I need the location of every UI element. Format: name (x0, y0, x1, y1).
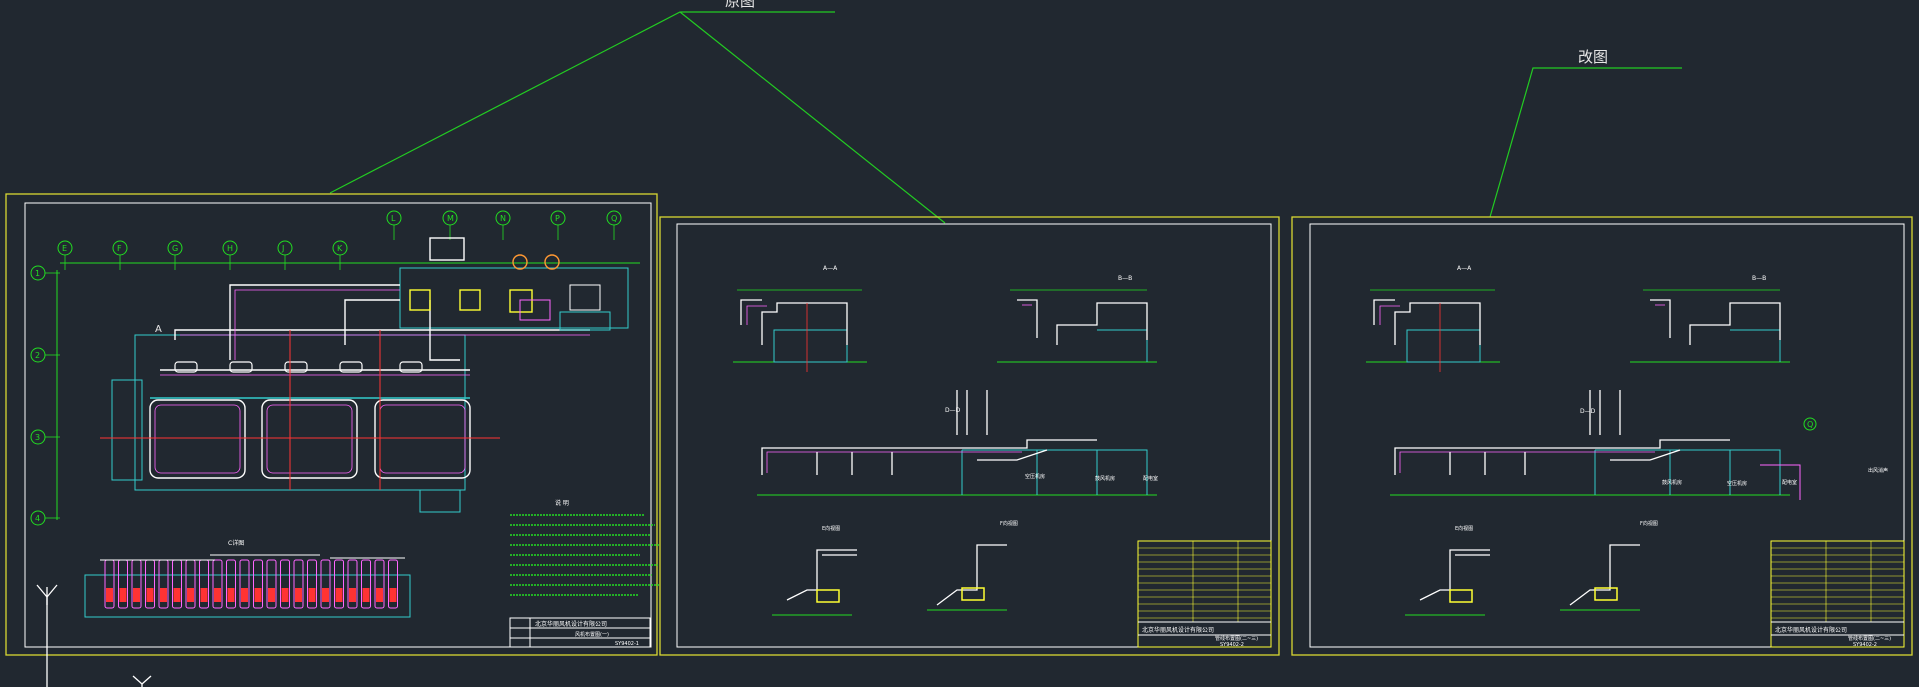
sheet-2-rooms: 空压机房 鼓风机房 配电室 (1025, 473, 1158, 482)
svg-text:F: F (117, 244, 122, 253)
svg-text:空压机房: 空压机房 (1727, 480, 1747, 487)
sheet-3-grid-q: Q (1803, 417, 1817, 431)
plan-label-a: A (155, 324, 162, 335)
section-aa-title-3: A—A (1457, 265, 1472, 272)
svg-text:3: 3 (35, 433, 40, 442)
svg-text:出风消声: 出风消声 (1868, 467, 1888, 474)
annotation-new: 改图 (1489, 48, 1682, 218)
svg-text:北京华丽风机设计有限公司: 北京华丽风机设计有限公司 (535, 620, 607, 628)
sheet-2-inner-border (676, 223, 1272, 648)
grid-column-q: Q (606, 210, 622, 240)
svg-text:Q: Q (1807, 420, 1813, 429)
c-detail-view: C详图 (84, 539, 411, 618)
svg-text:L: L (391, 214, 396, 223)
svg-text:配电室: 配电室 (1143, 475, 1158, 482)
plan-pipe-runs (150, 237, 590, 399)
sheet-2-drawings (733, 289, 1157, 616)
svg-text:C详图: C详图 (228, 539, 244, 547)
sheet-1-notes: 说 明 (510, 499, 660, 596)
sheet-2-outer-frame (659, 216, 1280, 656)
svg-text:风机布置图(一): 风机布置图(一) (575, 631, 609, 638)
svg-text:鼓风机房: 鼓风机房 (1095, 475, 1115, 482)
svg-text:1: 1 (35, 269, 40, 278)
svg-text:SY9402-2: SY9402-2 (1853, 642, 1877, 648)
section-bb-title: B—B (1118, 275, 1132, 282)
annotation-old: 原图 (329, 0, 946, 224)
svg-text:N: N (500, 214, 506, 223)
grid-column-p: P (550, 210, 566, 240)
detail-f-title-3: F向视图 (1640, 520, 1658, 527)
detail-e-title: E向视图 (822, 525, 840, 532)
sheet-1-outer-frame (5, 193, 658, 656)
sheet-1-inner-border (24, 202, 652, 648)
svg-text:北京华丽风机设计有限公司: 北京华丽风机设计有限公司 (1142, 626, 1214, 634)
section-dd-title-3: D—D (1580, 408, 1596, 415)
grid-row-bubbles: 1 2 3 4 (30, 265, 60, 526)
sheet-3-sections[interactable]: A—A B—B D—D E向视图 F向视图 Q 鼓风机房 空压机房 配电室 出风… (1291, 216, 1913, 656)
plan-air-tanks (149, 399, 471, 479)
svg-text:空压机房: 空压机房 (1025, 473, 1045, 480)
plan-compressors (409, 254, 611, 331)
detail-e-title-3: E向视图 (1455, 525, 1473, 532)
svg-text:E: E (62, 244, 67, 253)
grid-column-l: L (386, 210, 402, 240)
svg-text:Q: Q (611, 214, 617, 223)
svg-text:P: P (555, 214, 560, 223)
svg-text:4: 4 (35, 514, 40, 523)
svg-text:G: G (172, 244, 178, 253)
svg-text:鼓风机房: 鼓风机房 (1662, 479, 1682, 486)
sheet-3-outer-frame (1291, 216, 1913, 656)
svg-text:配电室: 配电室 (1782, 479, 1797, 486)
sheet-3-drawings (1366, 289, 1801, 616)
svg-text:H: H (227, 244, 233, 253)
sheet-3-inner-border (1309, 223, 1905, 648)
grid-column-n: N (495, 210, 511, 240)
svg-text:M: M (447, 214, 454, 223)
section-dd-title: D—D (945, 407, 961, 414)
sheet-1-title-block: 北京华丽风机设计有限公司 风机布置图(一) SY9402-1 (509, 617, 651, 648)
detail-f-title: F向视图 (1000, 520, 1018, 527)
svg-text:SY9402-1: SY9402-1 (615, 641, 639, 647)
svg-text:J: J (281, 244, 284, 253)
ucs-icon (36, 584, 152, 687)
plan-blowers (174, 361, 423, 373)
svg-text:北京华丽风机设计有限公司: 北京华丽风机设计有限公司 (1775, 626, 1847, 634)
sheet-3-rooms: 鼓风机房 空压机房 配电室 出风消声 (1662, 467, 1888, 487)
annotation-new-label: 改图 (1578, 48, 1608, 66)
sheet-2-sections[interactable]: A—A B—B D—D E向视图 F向视图 空压机房 鼓风机房 配电室 北京华丽… (659, 216, 1280, 656)
section-aa-title: A—A (823, 265, 838, 272)
svg-text:管线布置图(二~三): 管线布置图(二~三) (1848, 635, 1891, 642)
svg-text:管线布置图(二~三): 管线布置图(二~三) (1215, 635, 1258, 642)
sheet-1-plan[interactable]: E F G H J K L M N P Q 1 2 3 4 (5, 193, 660, 656)
sheet-2-title-block: 北京华丽风机设计有限公司 管线布置图(二~三) SY9402-2 (1137, 540, 1272, 648)
sheet-3-title-block: 北京华丽风机设计有限公司 管线布置图(二~三) SY9402-2 (1770, 540, 1905, 648)
svg-text:说 明: 说 明 (555, 499, 569, 507)
svg-text:K: K (337, 244, 343, 253)
svg-text:SY9402-2: SY9402-2 (1220, 642, 1244, 648)
section-bb-title-3: B—B (1752, 275, 1766, 282)
svg-text:2: 2 (35, 351, 40, 360)
annotation-old-label: 原图 (725, 0, 755, 10)
plan-red-markers (100, 330, 500, 490)
